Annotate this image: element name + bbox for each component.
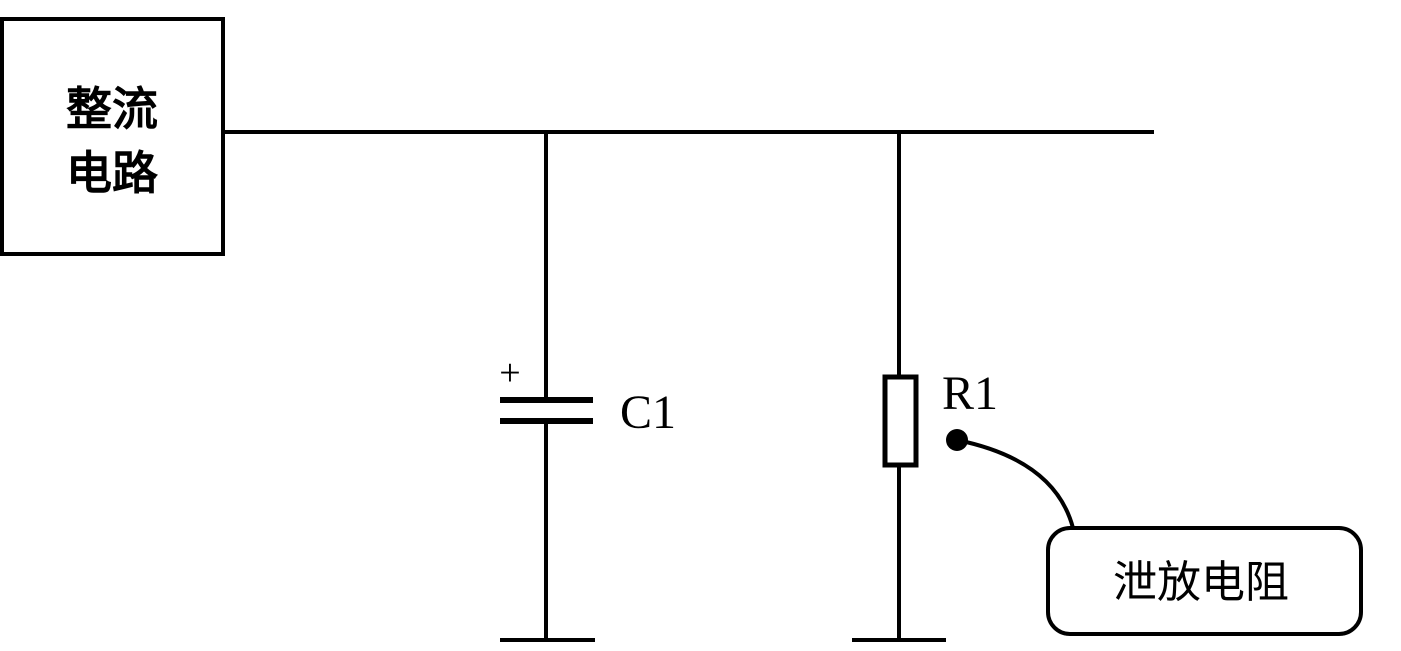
- callout: 泄放电阻: [946, 429, 1363, 636]
- resistor-branch: R1: [852, 132, 998, 642]
- resistor-label: R1: [942, 367, 998, 420]
- rectifier-label-line2: 电路: [66, 146, 159, 200]
- capacitor-branch: + C1: [499, 132, 676, 642]
- rectifier-box: [0, 17, 225, 256]
- rectifier-label-line1: 整流: [66, 82, 158, 136]
- capacitor-polarity-mark: +: [499, 352, 520, 394]
- resistor-body: [882, 374, 919, 468]
- callout-box: [1046, 526, 1363, 636]
- callout-label: 泄放电阻: [1113, 557, 1289, 608]
- rectifier-block: 整流 电路: [0, 17, 225, 256]
- callout-leader-line: [956, 438, 1075, 529]
- capacitor-label: C1: [620, 386, 676, 439]
